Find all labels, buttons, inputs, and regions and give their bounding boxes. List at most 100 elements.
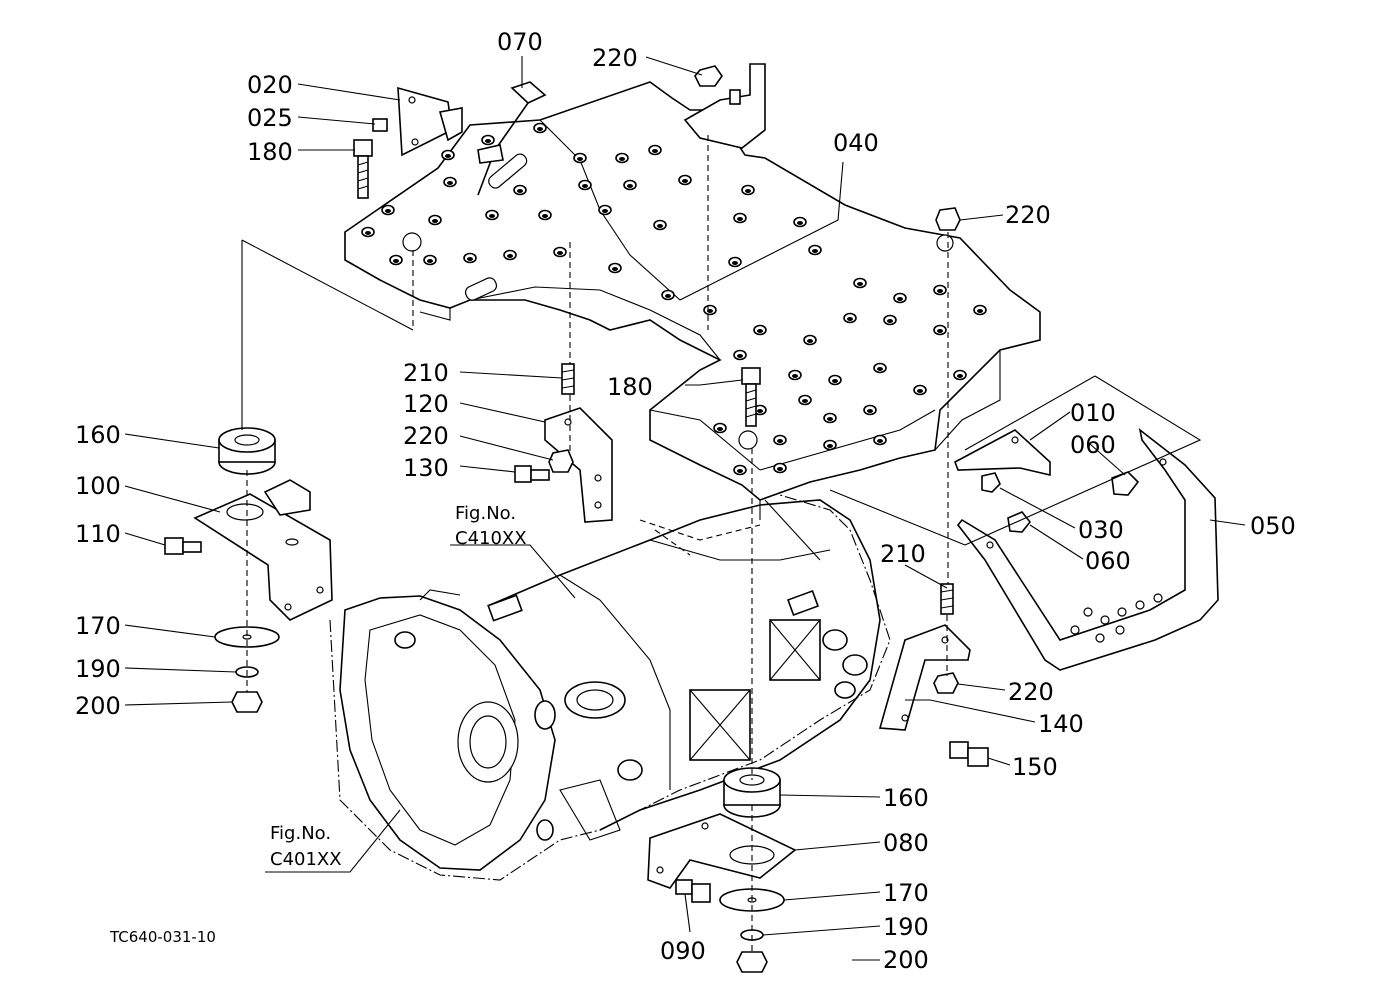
label-160-left: 160 (75, 421, 121, 449)
rubber-pad-center (897, 297, 903, 301)
rubber-pad-center (857, 282, 863, 286)
transmission-case (329, 494, 891, 881)
rubber-pad-center (917, 389, 923, 393)
bracket-100 (193, 479, 333, 621)
label-050: 050 (1250, 512, 1296, 540)
bracket-010 (954, 429, 1051, 477)
label-190-bottom: 190 (883, 913, 929, 941)
rubber-pad-center (682, 179, 688, 183)
rubber-pad-center (657, 224, 663, 228)
nut-200-left (231, 691, 263, 713)
rubber-pad-center (652, 149, 658, 153)
label-070: 070 (497, 28, 543, 56)
bolt-180-mid (741, 367, 761, 427)
label-020: 020 (247, 71, 293, 99)
bracket-020 (397, 86, 463, 157)
label-190-left: 190 (75, 655, 121, 683)
bracket-120 (544, 407, 613, 523)
rubber-pad-center (665, 294, 671, 298)
rubber-pad-center (757, 409, 763, 413)
rubber-pad-center (802, 399, 808, 403)
mount-160-left (218, 427, 276, 475)
rubber-pad-center (557, 251, 563, 255)
label-150: 150 (1012, 753, 1058, 781)
label-220-top: 220 (592, 44, 638, 72)
rubber-pad-center (447, 181, 453, 185)
nut-220-top (694, 65, 723, 87)
leader-lines (124, 56, 1246, 961)
label-180-top: 180 (247, 138, 293, 166)
label-040: 040 (833, 129, 879, 157)
rubber-pad-center (365, 231, 371, 235)
rubber-pad-center (832, 379, 838, 383)
washer-170-left (214, 626, 280, 648)
rubber-pad-center (867, 409, 873, 413)
rubber-pad-center (777, 467, 783, 471)
label-160-bottom: 160 (883, 784, 929, 812)
rubber-pad-center (977, 309, 983, 313)
rubber-pad-center (737, 217, 743, 221)
rubber-pad-center (827, 417, 833, 421)
fig-ref-upper-code: C410XX (455, 528, 527, 549)
rubber-pad-center (467, 257, 473, 261)
step-plate (344, 81, 1041, 520)
label-220-right: 220 (1005, 201, 1051, 229)
bolt-060-a (1111, 471, 1140, 496)
diagram-code: TC640-031-10 (110, 928, 216, 946)
rubber-pad-center (827, 444, 833, 448)
rubber-pad-center (582, 184, 588, 188)
rubber-pad-center (847, 317, 853, 321)
label-200-left: 200 (75, 692, 121, 720)
rubber-pad-center (717, 427, 723, 431)
rubber-pad-center (757, 329, 763, 333)
bolt-180-top (353, 139, 373, 199)
fig-ref-upper-title: Fig.No. (455, 503, 517, 524)
rubber-pad-center (937, 289, 943, 293)
rubber-pad-center (385, 209, 391, 213)
rubber-pad-center (792, 374, 798, 378)
rubber-pad-center (537, 127, 543, 131)
bracket-080 (647, 813, 797, 889)
rubber-pad-center (877, 367, 883, 371)
label-025: 025 (247, 104, 293, 132)
rubber-pad-center (489, 214, 495, 218)
nut-220-mid (548, 449, 574, 473)
rubber-pad-center (427, 259, 433, 263)
rubber-pad-center (602, 209, 608, 213)
label-110: 110 (75, 520, 121, 548)
rubber-pad-center (432, 219, 438, 223)
stud-210-mid (561, 363, 575, 395)
label-060-b: 060 (1085, 547, 1131, 575)
label-210-mid: 210 (403, 359, 449, 387)
rubber-pad-center (807, 339, 813, 343)
label-140: 140 (1038, 710, 1084, 738)
bolt-060-b (1007, 511, 1032, 533)
rubber-pad-center (393, 259, 399, 263)
rubber-pad-center (777, 439, 783, 443)
label-180-mid: 180 (607, 373, 653, 401)
bolt-030 (981, 472, 1001, 493)
bolt-025 (372, 118, 388, 132)
rubber-pad-center (619, 157, 625, 161)
label-060-a: 060 (1070, 431, 1116, 459)
label-130: 130 (403, 454, 449, 482)
bracket-140 (878, 624, 971, 731)
rubber-pad-center (507, 254, 513, 258)
nut-220-low (933, 672, 959, 694)
stud-210-right (940, 583, 954, 615)
bolt-110 (164, 537, 202, 555)
label-200-bottom: 200 (883, 946, 929, 974)
label-120: 120 (403, 390, 449, 418)
nut-200-bottom (736, 951, 768, 973)
label-100: 100 (75, 472, 121, 500)
rubber-pad-center (797, 221, 803, 225)
label-170-left: 170 (75, 612, 121, 640)
rubber-pad-center (577, 157, 583, 161)
label-090: 090 (660, 937, 706, 965)
label-030: 030 (1078, 516, 1124, 544)
label-210-right: 210 (880, 540, 926, 568)
rubber-pads (361, 122, 987, 476)
bolt-130 (514, 465, 550, 483)
rubber-pad-center (887, 319, 893, 323)
